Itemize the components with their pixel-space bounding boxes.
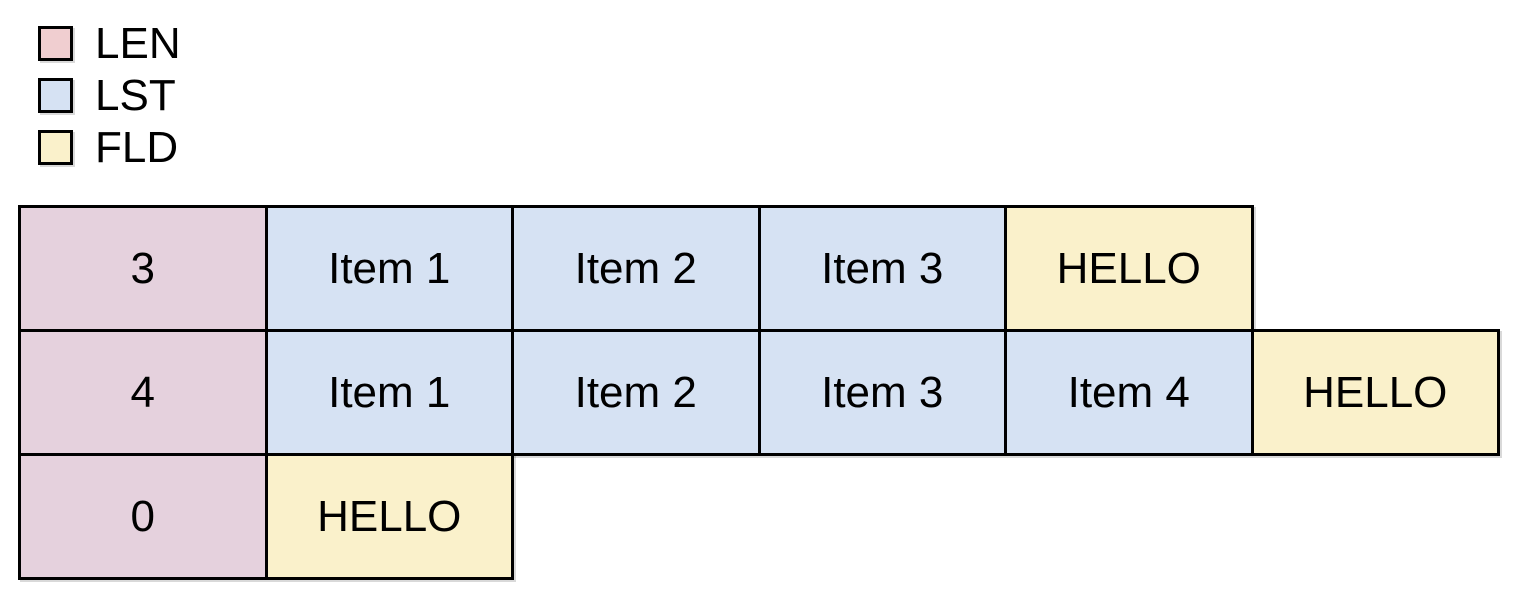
len-color-swatch: [38, 26, 73, 61]
field-cell: HELLO: [264, 453, 514, 580]
field-cell: HELLO: [1250, 329, 1500, 456]
legend: LEN LST FLD: [38, 21, 181, 182]
lst-color-swatch: [38, 78, 73, 113]
legend-label-lst: LST: [95, 70, 176, 120]
len-cell: 4: [18, 329, 268, 456]
list-item-cell: Item 2: [511, 205, 761, 332]
legend-label-len: LEN: [95, 18, 181, 68]
legend-item-len: LEN: [38, 21, 181, 65]
memory-layout-table: 3 Item 1 Item 2 Item 3 HELLO 4 Item 1 It…: [18, 205, 1500, 580]
table-row-2: 4 Item 1 Item 2 Item 3 Item 4 HELLO: [18, 329, 1500, 456]
len-cell: 3: [18, 205, 268, 332]
list-item-cell: Item 3: [757, 205, 1007, 332]
table-row-3: 0 HELLO: [18, 453, 514, 580]
list-item-cell: Item 3: [757, 329, 1007, 456]
list-item-cell: Item 4: [1004, 329, 1254, 456]
legend-item-lst: LST: [38, 73, 181, 117]
table-row-1: 3 Item 1 Item 2 Item 3 HELLO: [18, 205, 1254, 332]
list-item-cell: Item 1: [264, 329, 514, 456]
list-item-cell: Item 2: [511, 329, 761, 456]
list-item-cell: Item 1: [264, 205, 514, 332]
len-cell: 0: [18, 453, 268, 580]
legend-label-fld: FLD: [95, 122, 179, 172]
field-cell: HELLO: [1004, 205, 1254, 332]
fld-color-swatch: [38, 130, 73, 165]
legend-item-fld: FLD: [38, 125, 181, 169]
